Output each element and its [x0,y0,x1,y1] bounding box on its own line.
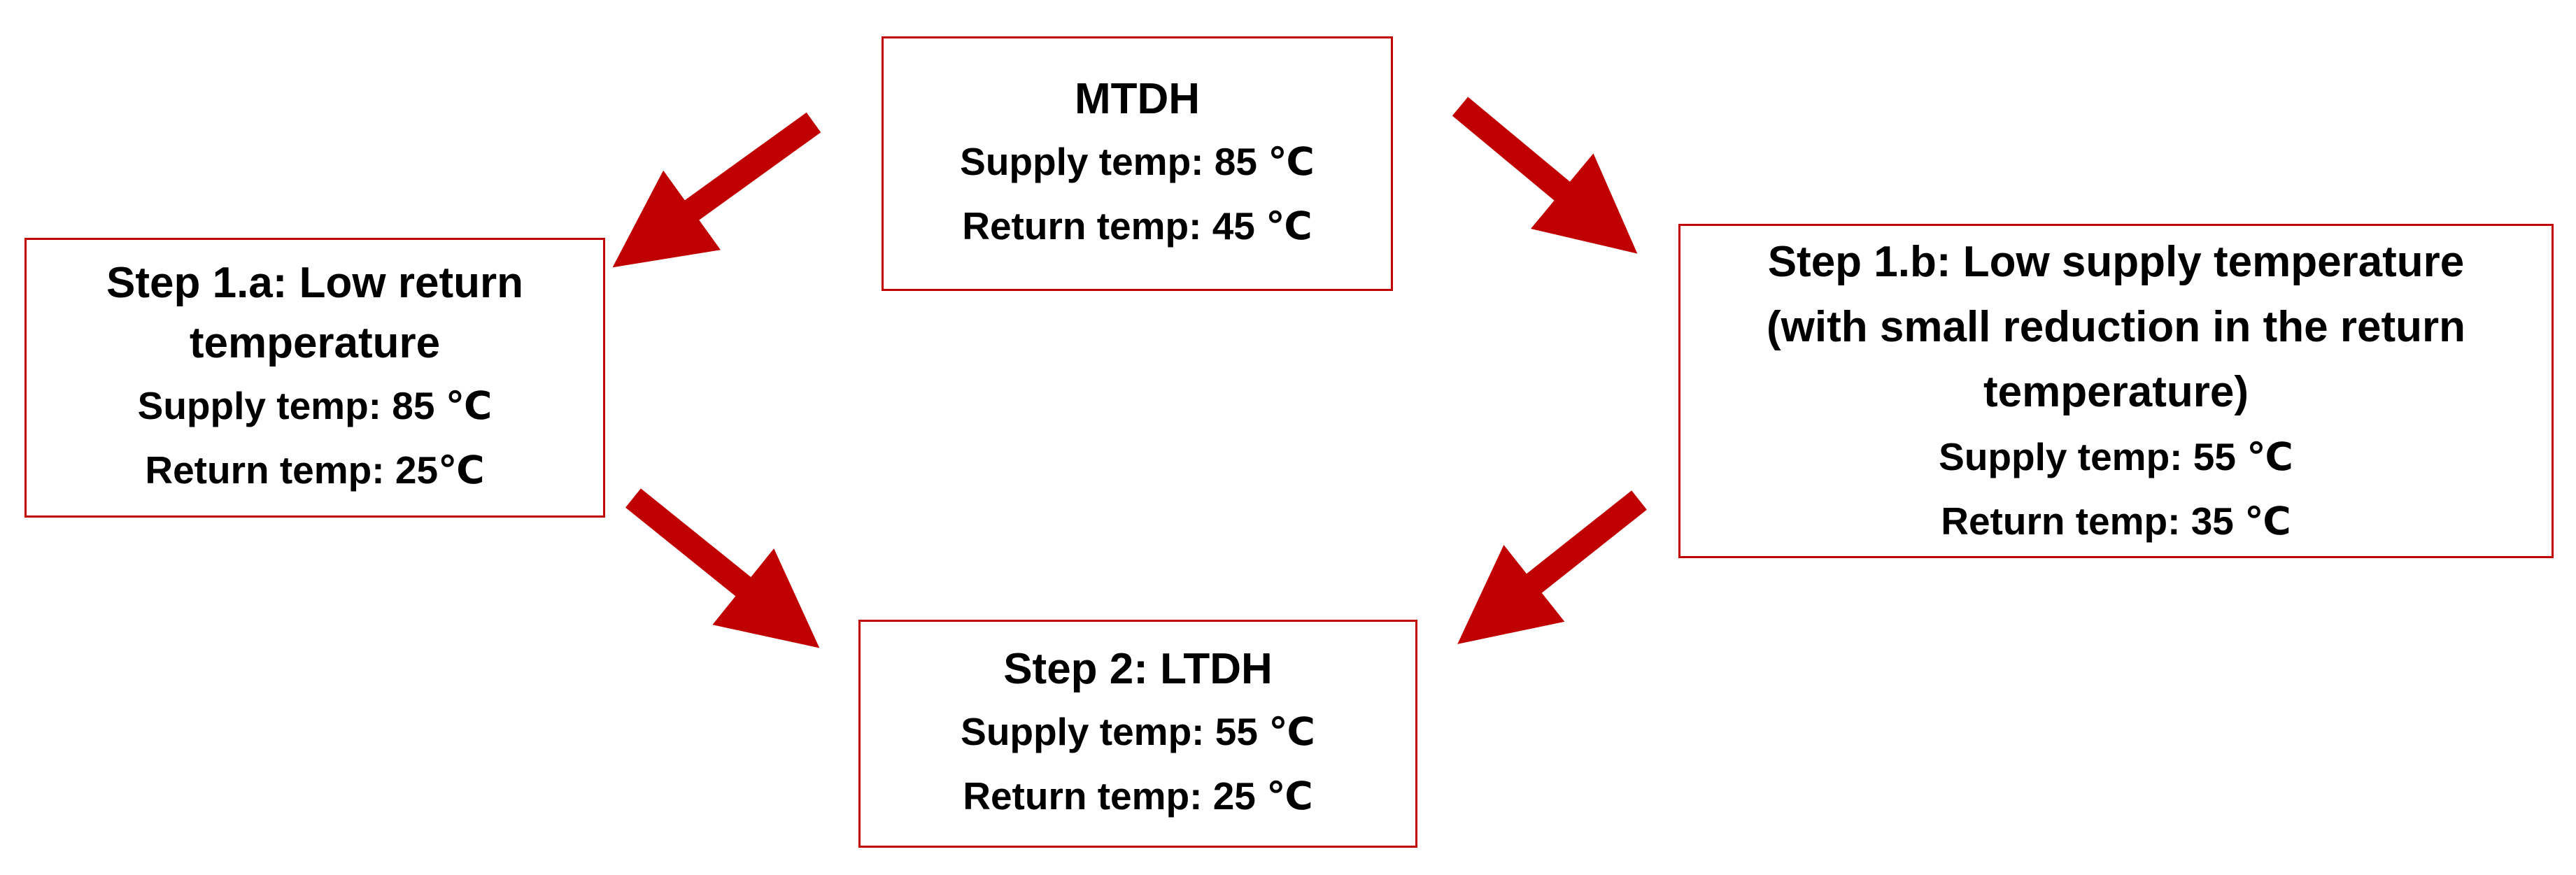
arrow-step1b-to-step2 [1457,490,1647,644]
node-step1b: Step 1.b: Low supply temperature (with s… [1678,224,2554,558]
return-temp: Return temp: 35 ℃ [1941,499,2291,543]
node-title: Step 1.b: Low supply temperature (with s… [1767,237,2465,416]
node-step1a: Step 1.a: Low return temperature Supply … [24,238,605,518]
arrow-step1a-to-step2 [625,488,820,648]
node-step2: Step 2: LTDH Supply temp: 55 ℃ Return te… [858,620,1417,848]
supply-temp: Supply temp: 55 ℃ [1939,434,2293,478]
supply-temp: Supply temp: 85 ℃ [137,384,493,427]
node-title: MTDH [1074,75,1201,123]
supply-temp: Supply temp: 55 ℃ [961,710,1315,753]
node-title: Step 1.a: Low return temperature [106,259,523,367]
supply-temp: Supply temp: 85 ℃ [960,140,1315,183]
arrow-mtdh-to-step1b [1452,97,1638,254]
return-temp: Return temp: 25℃ [145,448,485,492]
node-title: Step 2: LTDH [1003,645,1273,693]
return-temp: Return temp: 45 ℃ [962,204,1312,248]
node-mtdh: MTDH Supply temp: 85 ℃ Return temp: 45 ℃ [882,36,1393,291]
return-temp: Return temp: 25 ℃ [963,774,1313,818]
arrow-mtdh-to-step1a [612,112,821,268]
